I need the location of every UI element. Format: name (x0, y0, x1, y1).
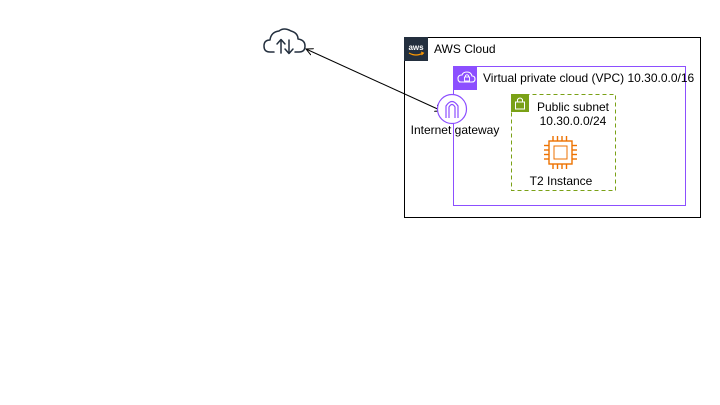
subnet-label-cidr: 10.30.0.0/24 (539, 114, 607, 128)
internet-gateway-icon (436, 93, 468, 125)
subnet-label-name: Public subnet (536, 100, 610, 114)
connection-arrow (306, 49, 442, 111)
aws-logo-icon: aws (404, 37, 428, 61)
aws-cloud-label: AWS Cloud (434, 42, 496, 56)
subnet-lock-icon (511, 94, 529, 112)
svg-text:aws: aws (408, 43, 424, 52)
public-subnet-group (511, 94, 616, 191)
cloud-upload-download-icon (263, 28, 306, 55)
vpc-group (453, 66, 686, 206)
instance-label: T2 Instance (529, 174, 593, 188)
aws-cloud-group (404, 37, 701, 218)
vpc-icon (453, 66, 477, 90)
vpc-label: Virtual private cloud (VPC) 10.30.0.0/16 (483, 71, 695, 85)
ec2-instance-icon (544, 136, 577, 169)
gateway-label: Internet gateway (410, 123, 500, 137)
